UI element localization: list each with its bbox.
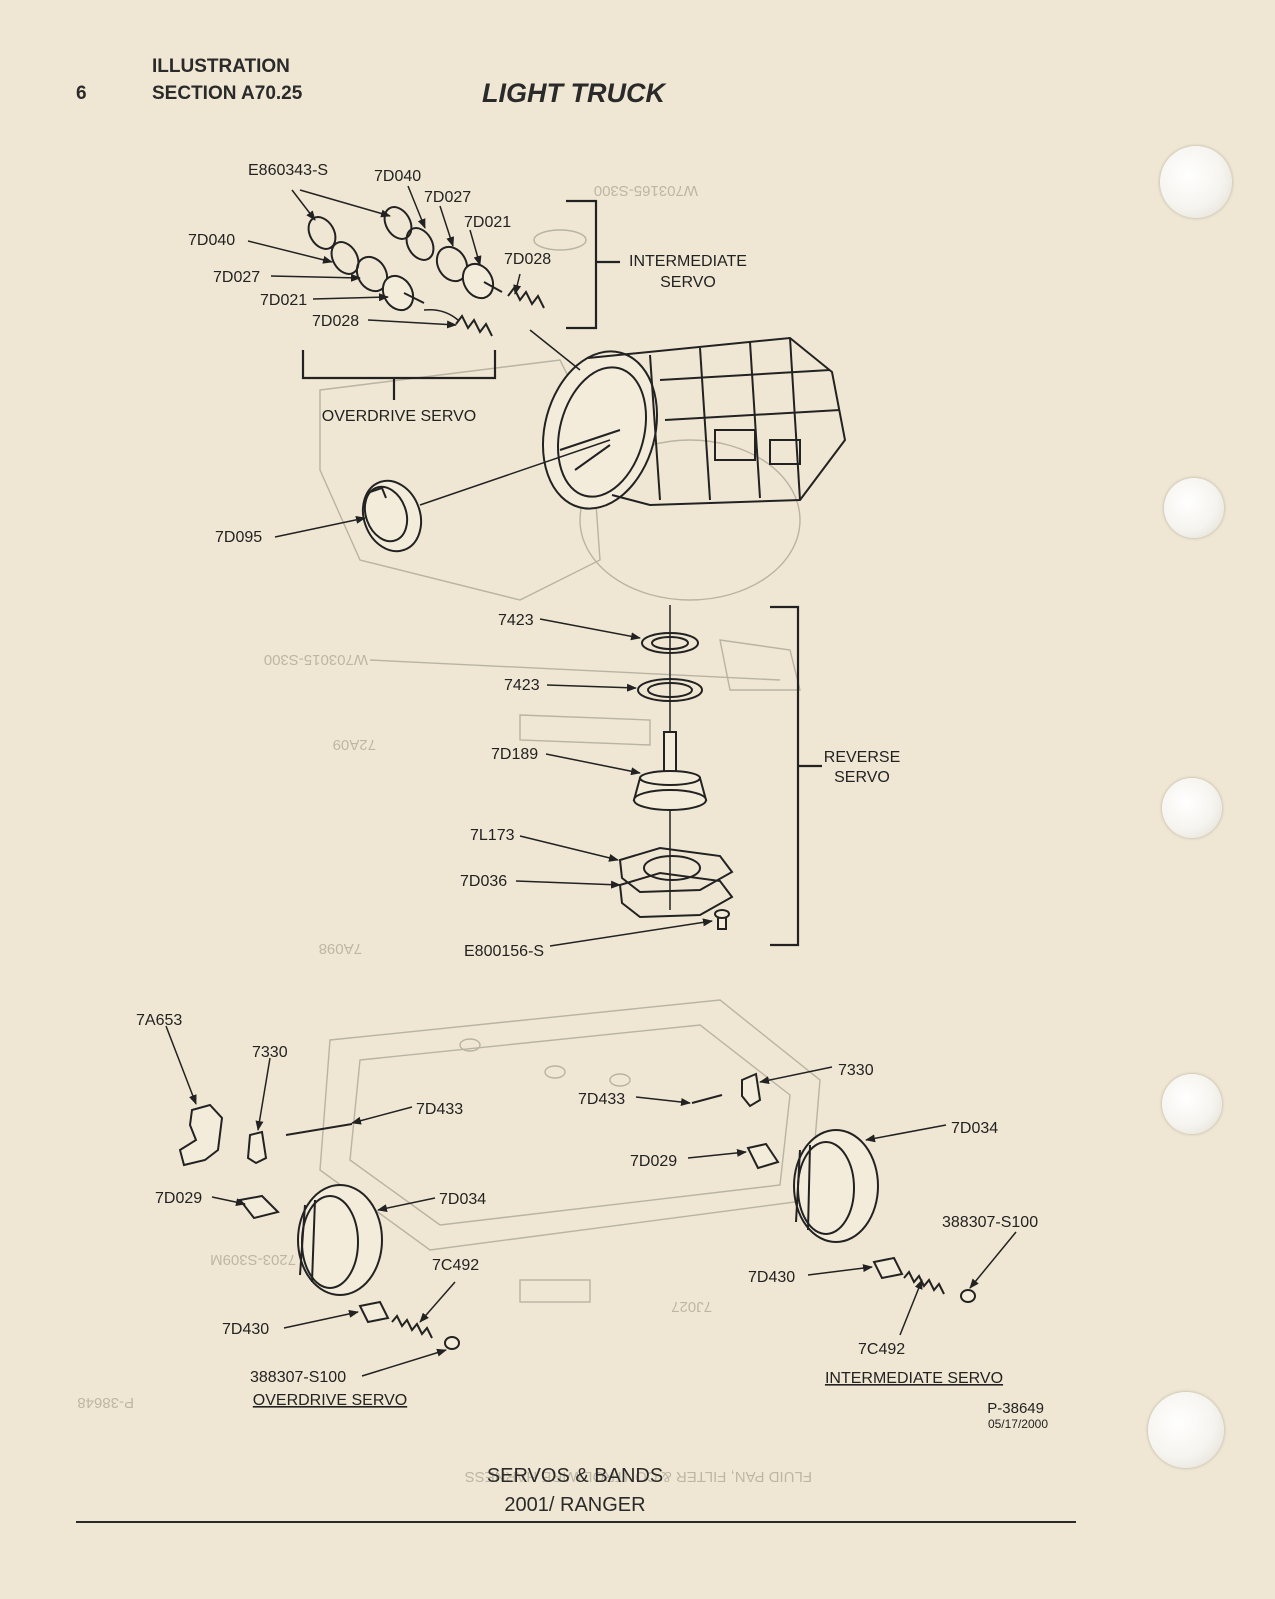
callout-7d028-lower: 7D028 — [312, 313, 359, 330]
reverse-servo-parts — [618, 605, 734, 930]
figure-number: P-38649 — [987, 1400, 1044, 1417]
intermediate-servo-bracket — [566, 199, 620, 330]
callout-7423-lower: 7423 — [504, 677, 540, 694]
reverse-servo-label-line2: SERVO — [834, 769, 890, 786]
svg-text:7203-S309M: 7203-S309M — [210, 1251, 296, 1268]
illustration-label: ILLUSTRATION — [152, 56, 290, 77]
callout-7d027-upper: 7D027 — [424, 189, 471, 206]
svg-text:72A09: 72A09 — [333, 736, 376, 753]
intermediate-servo-label-bottom: INTERMEDIATE SERVO — [825, 1370, 1003, 1387]
callout-7423-upper: 7423 — [498, 612, 534, 629]
overdrive-servo-label-top: OVERDRIVE SERVO — [322, 408, 476, 425]
intermediate-band-parts — [691, 1072, 976, 1303]
callout-388307-s100-right: 388307-S100 — [942, 1214, 1038, 1231]
binder-hole-2 — [1164, 478, 1224, 538]
upper-servo-parts — [307, 206, 545, 337]
section-label: SECTION A70.25 — [152, 83, 303, 104]
callout-7d034-left: 7D034 — [439, 1191, 486, 1208]
leader-lines — [165, 185, 1017, 1377]
callout-7330-left: 7330 — [252, 1044, 288, 1061]
callout-7d433-left: 7D433 — [416, 1101, 463, 1118]
binder-hole-1 — [1160, 146, 1232, 218]
page-number: 6 — [76, 83, 87, 104]
callout-7d095: 7D095 — [215, 529, 262, 546]
intermediate-servo-label-line1: INTERMEDIATE — [629, 253, 747, 270]
callout-7d430-right: 7D430 — [748, 1269, 795, 1286]
callout-7d021-lower: 7D021 — [260, 292, 307, 309]
callout-7d040-lower: 7D040 — [188, 232, 235, 249]
footer-title: SERVOS & BANDS — [486, 1465, 664, 1487]
callout-7d029-right: 7D029 — [630, 1153, 677, 1170]
overdrive-servo-label-bottom: OVERDRIVE SERVO — [253, 1392, 407, 1409]
svg-text:P-38648: P-38648 — [77, 1394, 134, 1411]
callout-e800156-s: E800156-S — [464, 943, 544, 960]
callout-7c492-right: 7C492 — [858, 1341, 905, 1358]
callout-7c492-left: 7C492 — [432, 1257, 479, 1274]
binder-hole-3 — [1162, 778, 1222, 838]
svg-text:7A098: 7A098 — [319, 940, 362, 957]
callout-7d433-right: 7D433 — [578, 1091, 625, 1108]
callout-7d028-upper: 7D028 — [504, 251, 551, 268]
band-7d095 — [361, 479, 423, 553]
svg-text:W703165-S300: W703165-S300 — [594, 182, 698, 199]
callout-388307-s100-left: 388307-S100 — [250, 1369, 346, 1386]
overdrive-band-parts — [178, 1103, 460, 1350]
svg-text:W703015-S300: W703015-S300 — [264, 651, 368, 668]
callout-7d040-upper: 7D040 — [374, 168, 421, 185]
callout-7l173: 7L173 — [470, 827, 515, 844]
transmission-case — [419, 329, 847, 510]
footer-model: 2001/ RANGER — [504, 1494, 646, 1516]
callout-7d034-right: 7D034 — [951, 1120, 998, 1137]
binder-hole-5 — [1148, 1392, 1224, 1468]
svg-text:FLUID PAN, FILTER & CONTROL WI: FLUID PAN, FILTER & CONTROL WIRE HARNESS — [465, 1468, 812, 1485]
intermediate-servo-label-line2: SERVO — [660, 274, 716, 291]
overdrive-servo-bracket — [301, 350, 497, 400]
callout-e860343-s: E860343-S — [248, 162, 328, 179]
callout-7d189: 7D189 — [491, 746, 538, 763]
callout-labels: E860343-S 7D040 7D027 7D021 7D028 7D040 … — [136, 162, 1038, 1386]
callout-7d029-left: 7D029 — [155, 1190, 202, 1207]
callout-7330-right: 7330 — [838, 1062, 874, 1079]
callout-7a653: 7A653 — [136, 1012, 182, 1029]
footer-rule — [76, 1521, 1076, 1523]
callout-7d021-upper: 7D021 — [464, 214, 511, 231]
callout-7d027-lower: 7D027 — [213, 269, 260, 286]
callout-7d430-left: 7D430 — [222, 1321, 269, 1338]
callout-7d036: 7D036 — [460, 873, 507, 890]
reverse-servo-label-line1: REVERSE — [824, 749, 900, 766]
group-labels: INTERMEDIATE SERVO OVERDRIVE SERVO REVER… — [253, 253, 1003, 1409]
reverse-servo-bracket — [770, 605, 822, 947]
svg-text:7J027: 7J027 — [671, 1298, 712, 1315]
binder-hole-4 — [1162, 1074, 1222, 1134]
figure-date: 05/17/2000 — [988, 1417, 1048, 1431]
bleed-through-ghost: W703165-S300 W703015-S300 72A09 7A098 72… — [77, 182, 821, 1485]
page-title: LIGHT TRUCK — [482, 78, 665, 108]
